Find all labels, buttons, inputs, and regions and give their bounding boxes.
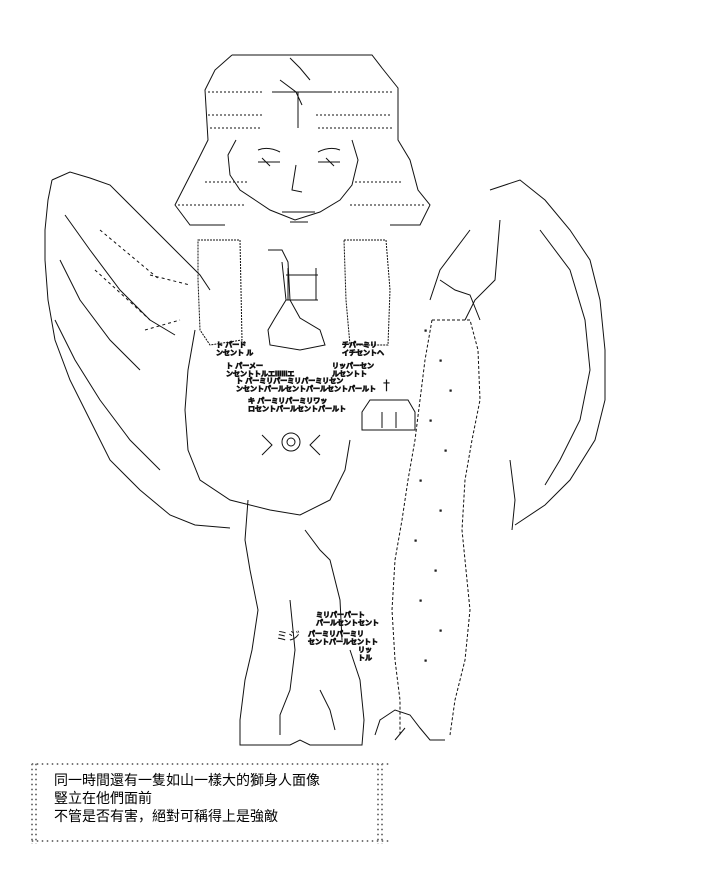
caption-border-right [376, 762, 384, 844]
caption-line-2: 豎立在他們面前 [54, 791, 152, 807]
flap-left [197, 239, 243, 346]
label-right-2: リッパーセンルセントト [332, 362, 374, 378]
label-part-1: ト パードンセント ル [216, 341, 253, 357]
caption-line-3: 不管是否有害，絕對可稱得上是強敵 [54, 809, 278, 825]
uraeus [272, 57, 330, 128]
chest-emblem-bracket-left [261, 434, 273, 456]
label-part-4: キ パーミリパーミリワッロセントパールセントパールト [248, 397, 346, 413]
headdress-stripes [178, 91, 426, 206]
label-lower-1: ミリパーパートパールセントセント [316, 611, 379, 627]
lock-shape [361, 399, 416, 431]
torso [184, 329, 351, 516]
beard [267, 249, 326, 351]
chest-emblem [281, 432, 301, 452]
mouth [282, 211, 315, 223]
dot-fill-right [414, 329, 452, 662]
eye-left [258, 157, 280, 167]
caption-line-1: 同一時間還有一隻如山一樣大的獅身人面像 [54, 773, 320, 789]
beard-lines [286, 268, 318, 301]
label-part-2: ト パーメーンセントトルエIIIIIIエ [226, 362, 294, 378]
caption-box: 同一時間還有一隻如山一樣大的獅身人面像 豎立在他們面前 不管是否有害，絕對可稱得… [30, 762, 390, 844]
paw-right [374, 709, 445, 741]
label-mi-kanji: ミジ [276, 629, 300, 643]
body-right [391, 319, 481, 736]
label-part-3: ト パーミリパーミリパーミリセンンセントパールセントパールセントパールト [236, 377, 376, 393]
wing-right-inner [439, 279, 516, 531]
sphinx-drawing: ト パードンセント ル ト パーメーンセントトルエIIIIIIエ ト パーミリパ… [44, 54, 606, 746]
chest-emblem-inner [286, 437, 296, 447]
label-lower-3: リットル [358, 646, 372, 662]
eyebrow-right [317, 147, 341, 153]
eyebrow-left [257, 147, 281, 153]
leg-front-inner [279, 529, 343, 735]
wing-left-dashes [94, 229, 191, 331]
wing-left [44, 171, 231, 529]
caption-border-bottom [30, 839, 390, 843]
label-lower-2: パーミリパーミリセントパールセントト [308, 630, 378, 646]
caption-border-top [30, 762, 390, 766]
ascii-sphinx-artwork: ト パードンセント ル ト パーメーンセントトルエIIIIIIエ ト パーミリパ… [44, 54, 606, 746]
eye-right [318, 157, 340, 167]
wing-right [429, 179, 606, 526]
face-outline [227, 139, 359, 221]
flap-right [343, 239, 391, 346]
nose [291, 164, 303, 193]
chest-emblem-bracket-right [309, 434, 321, 456]
leg-front-left [239, 499, 365, 746]
label-right-1: チパーミリイチセントヘ [342, 341, 384, 357]
cross-glyph: † [383, 378, 390, 394]
caption-border-left [30, 762, 38, 844]
headdress-outline [174, 54, 431, 226]
